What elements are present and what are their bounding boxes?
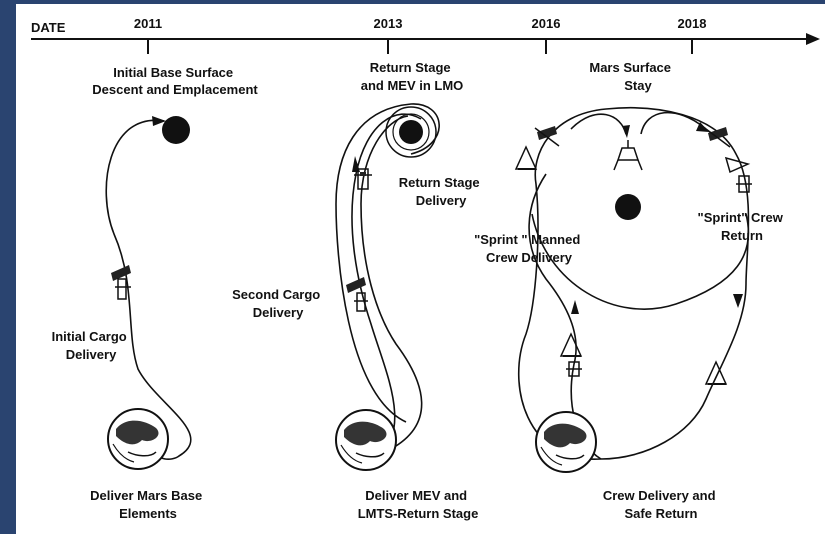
trajectory-arrow [152,116,166,126]
spacecraft-icon [346,277,368,312]
trajectory-outer-loop [518,107,750,460]
label-initial-cargo: Initial Cargo Delivery [52,329,131,362]
trajectory-arrow [733,294,743,308]
trajectory-arrow [622,125,630,138]
spacecraft-icon [111,265,131,300]
lander-icon [724,156,751,174]
caption-mission-1: Deliver Mars Base Elements [90,488,206,521]
mission-3: Mars Surface Stay "Sprint " Manned Crew … [474,60,787,521]
lander-icon [613,140,643,171]
trajectory-mission-1 [105,119,192,461]
mars-planet-icon [399,120,423,144]
trajectory-inner-arc [531,213,750,310]
mars-orbit-inner [392,113,430,151]
trajectory-arrow [571,300,579,314]
trajectory-ascent [640,111,707,135]
mission-1: Initial Base Surface Descent and Emplace… [52,65,259,521]
earth-globe-icon [335,409,397,471]
trajectory-descent [570,113,627,135]
label-return-stage-delivery: Return Stage Delivery [399,175,484,208]
timeline-arrowhead [806,33,820,45]
caption-mission-2: Deliver MEV and LMTS-Return Stage [358,488,479,521]
caption-mission-3: Crew Delivery and Safe Return [603,488,719,521]
mars-mission-diagram: DATE 2011 2013 2016 2018 Initial B [31,16,820,521]
mars-orbit-outer [385,106,437,158]
lander-icon [704,360,728,385]
timeline-axis-label: DATE [31,20,66,35]
spacecraft-icon [566,361,582,377]
trajectory-arrow [352,156,360,172]
label-mars-surface-stay: Mars Surface Stay [589,60,674,93]
lander-icon [559,332,583,357]
trajectory-middle [360,115,423,450]
year-label: 2011 [134,16,162,31]
earth-globe-icon [107,408,169,470]
trajectory-outer [335,103,440,423]
mars-planet-icon [162,116,190,144]
trajectory-inner [351,113,422,465]
spacecraft-icon [534,126,560,147]
mission-2: Return Stage and MEV in LMO Return Stage… [232,60,484,521]
year-label: 2016 [532,16,561,31]
lander-icon [514,145,538,170]
label-return-stage-lmo: Return Stage and MEV in LMO [361,60,464,93]
timeline: DATE 2011 2013 2016 2018 [31,16,820,54]
earth-globe-icon [535,411,597,473]
label-initial-base-surface: Initial Base Surface Descent and Emplace… [92,65,258,97]
year-label: 2018 [678,16,707,31]
spacecraft-icon [705,127,731,148]
label-second-cargo: Second Cargo Delivery [232,287,324,320]
mars-planet-icon [615,194,641,220]
year-label: 2013 [374,16,403,31]
diagram-frame: DATE 2011 2013 2016 2018 Initial B [16,4,825,534]
spacecraft-icon [354,168,372,190]
spacecraft-icon [736,175,752,193]
label-sprint-return: "Sprint" Crew Return [698,210,787,243]
label-sprint-manned: "Sprint " Manned Crew Delivery [474,232,584,265]
